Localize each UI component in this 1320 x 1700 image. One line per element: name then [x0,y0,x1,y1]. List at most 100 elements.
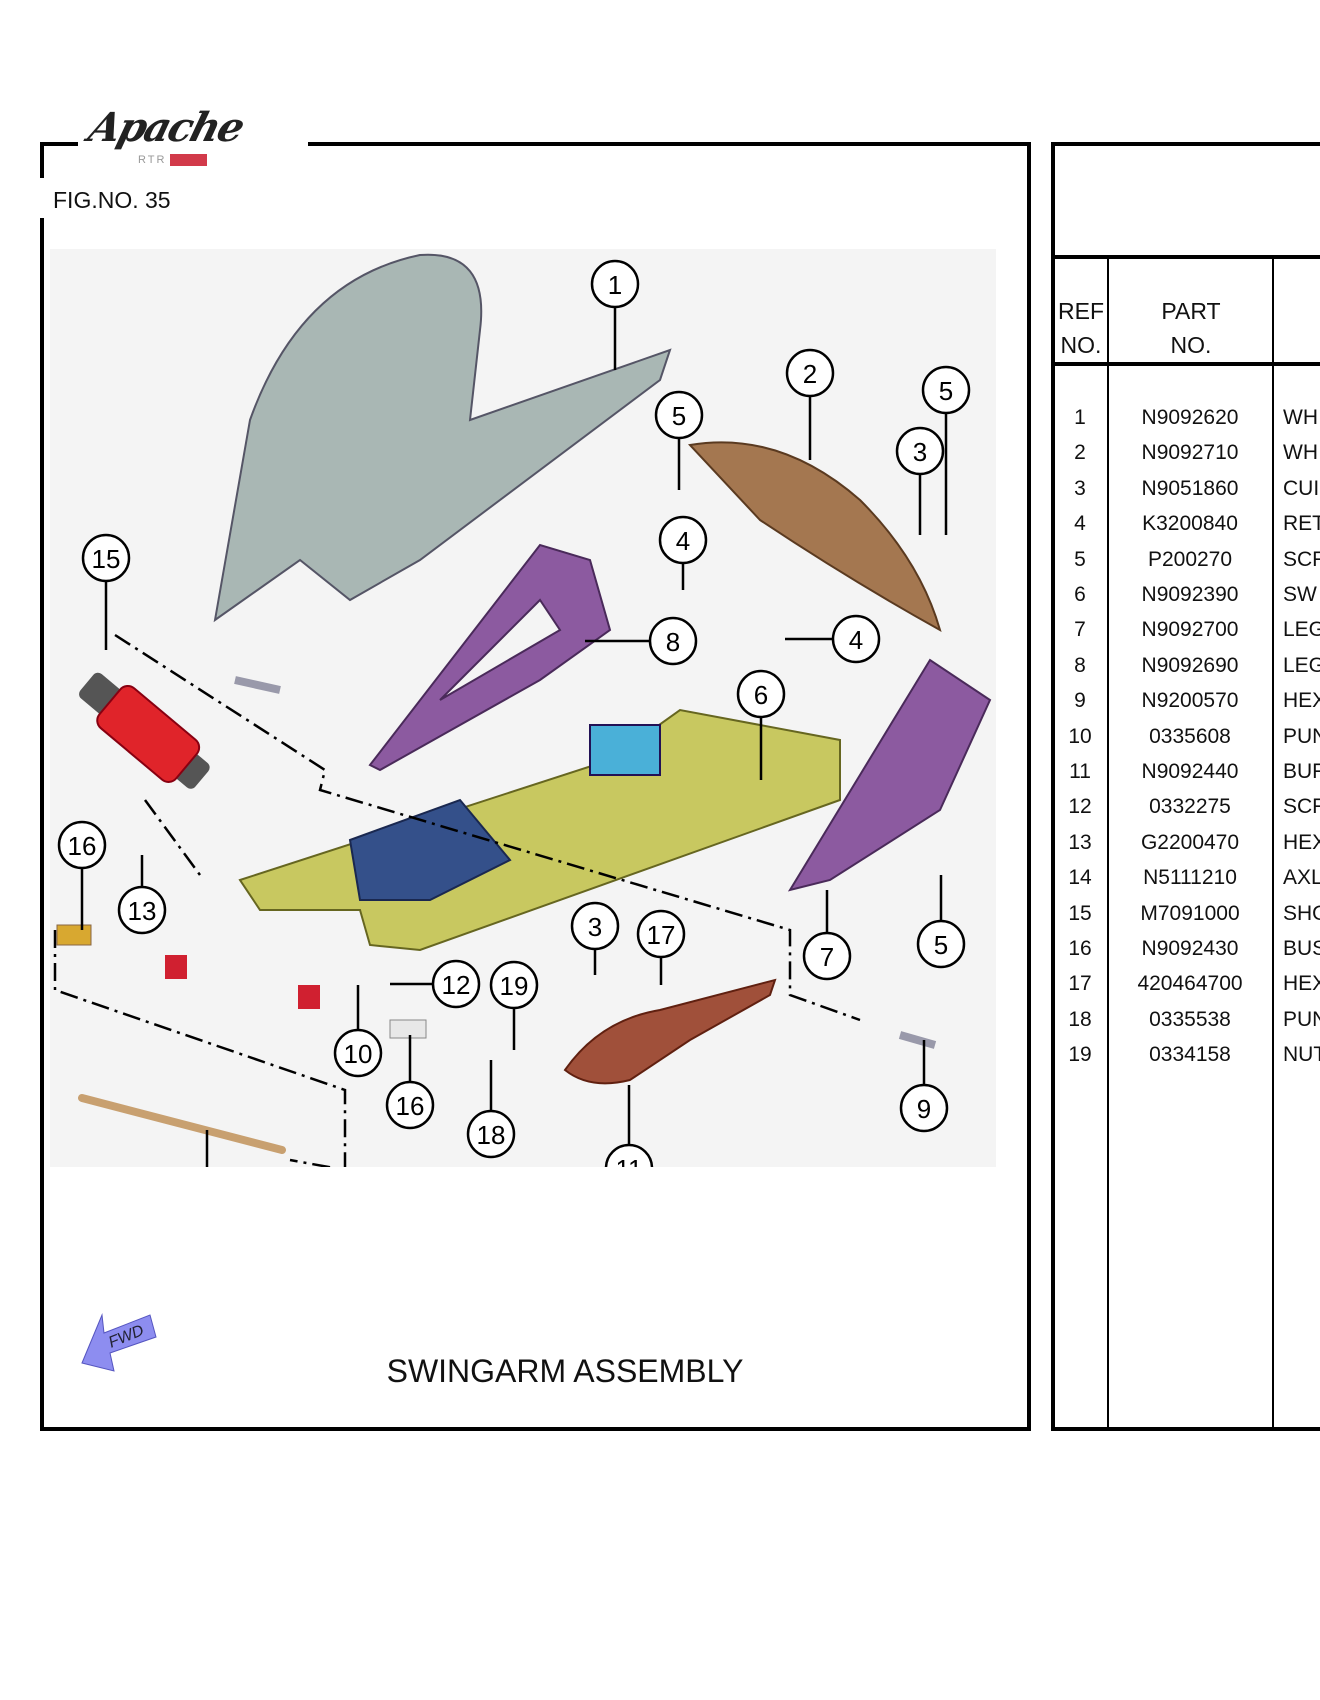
callout-6: 6 [736,669,786,719]
assembly-lines [53,633,861,1167]
part-number: 0332275 [1149,795,1231,819]
callout-16: 16 [57,820,107,870]
callout-number: 18 [477,1120,506,1150]
callout-number: 11 [616,1154,643,1167]
part-number: N9092700 [1141,618,1239,642]
part-number: N9051860 [1141,476,1239,500]
callout-number: 17 [647,920,676,950]
swingarm-center-part [348,798,512,901]
ref-number: 8 [1074,653,1086,677]
shock-absorber-part [79,672,210,789]
callout-number: 7 [820,942,834,972]
ref-number: 7 [1074,618,1086,642]
part-description: BUS [1283,937,1320,960]
callout-15: 15 [81,533,131,583]
part-description: PUN [1283,724,1320,748]
part-description: HEX [1283,972,1320,996]
table-row: 7 N9092700 LEG [1055,612,1320,647]
ref-number: 14 [1068,866,1092,890]
callout-number: 9 [917,1094,931,1124]
ref-number: 13 [1068,830,1092,854]
ref-number: 17 [1068,972,1092,996]
part-description: BUR [1283,760,1320,783]
ref-number: 16 [1068,937,1092,960]
callout-number: 6 [754,680,768,710]
callout-number: 4 [676,526,690,556]
part-description: NUT [1283,1043,1320,1067]
assembly-title: SWINGARM ASSEMBLY [386,1353,744,1389]
left-arrow-icon: FWD [81,1313,157,1372]
callout-number: 16 [68,831,97,861]
swingarm-part [238,708,841,952]
callout-4: 4 [658,515,708,565]
part-number: 0334158 [1149,1043,1231,1067]
ref-number: 2 [1074,441,1086,465]
forward-direction-indicator: FWD [80,1305,160,1380]
figure-number: FIG.NO. 35 [53,187,175,214]
callout-number: 13 [128,896,157,926]
table-header-top-rule [1051,255,1320,259]
callout-number: 4 [849,625,863,655]
bolt-part [898,1031,937,1049]
rubber-bush-part-2 [298,985,320,1009]
callout-number: 2 [803,359,817,389]
figure-frame [40,142,1031,1431]
part-number: G2200470 [1140,830,1240,854]
part-number: M7091000 [1140,901,1240,925]
column-divider [1272,257,1274,1429]
table-header-bottom-rule [1051,362,1320,366]
part-description: HEX [1283,830,1320,854]
table-row: 2 N9092710 WH [1055,435,1320,470]
column-divider [1107,257,1109,1429]
callout-17: 17 [636,909,686,959]
part-description: WH [1283,406,1318,429]
part-number: N9092710 [1141,441,1239,465]
part-description: CUI [1283,476,1320,500]
callout-number: 3 [588,912,602,942]
callout-13: 13 [117,885,167,935]
callout-2: 2 [785,348,835,398]
part-number: 0335608 [1149,724,1231,748]
part-number: N9092620 [1141,406,1239,429]
callout-7: 7 [802,931,852,981]
callout-12: 12 [431,959,481,1009]
logo-text: Apache [83,104,249,151]
rear-mudguard-part [213,253,672,623]
callout-number: 16 [396,1091,425,1121]
part-description: SCR [1283,795,1320,819]
part-description: LEG [1283,618,1320,642]
ref-number: 15 [1068,901,1092,925]
callout-10: 10 [333,1028,383,1078]
part-description: AXL [1283,866,1320,890]
part-number: 0335538 [1149,1007,1231,1031]
ref-number: 4 [1074,512,1086,536]
callout-5: 5 [921,365,971,415]
part-number: N5111210 [1143,866,1237,890]
ref-number: 10 [1068,724,1092,748]
leg-guard-right-part [787,658,992,892]
callout-16: 16 [385,1080,435,1130]
callout-number: 8 [666,627,680,657]
callout-18: 18 [466,1109,516,1159]
part-description: WH [1283,441,1318,465]
bolt-part-2 [234,676,281,694]
part-number: N9092390 [1141,583,1239,606]
part-number: P200270 [1147,547,1233,571]
chain-guard-part [687,441,942,633]
table-row: 14 N5111210 AXL [1055,860,1320,895]
part-description: RET [1283,512,1320,536]
ref-number: 18 [1068,1007,1092,1031]
leg-guard-left-part [368,543,612,772]
part-number: N9092690 [1141,653,1239,677]
callout-8: 8 [648,616,698,666]
ref-number: 3 [1074,476,1086,500]
rubber-bush-part [165,955,187,979]
